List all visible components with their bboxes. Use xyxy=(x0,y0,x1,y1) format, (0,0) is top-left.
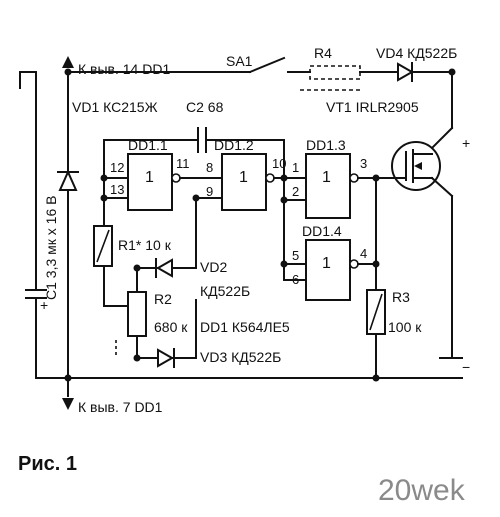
dd1-4-label: DD1.4 xyxy=(302,223,342,239)
source-wire-diag xyxy=(430,176,454,198)
dd1-1-output-bubble xyxy=(171,173,181,183)
vd1-label: VD1 КС215Ж xyxy=(72,99,158,115)
dd1-2-symbol: 1 xyxy=(239,169,248,186)
dd1-3-label: DD1.3 xyxy=(306,137,346,153)
r2-resistor xyxy=(127,291,147,337)
pin-9-label: 9 xyxy=(206,184,213,199)
dd1-1-gate xyxy=(127,153,173,211)
junction-dot xyxy=(133,264,141,272)
pin-4-label: 4 xyxy=(360,246,367,261)
dd1-3-gate xyxy=(305,153,351,219)
dd1-2-gate xyxy=(221,153,267,211)
pin-11-label: 11 xyxy=(176,156,190,171)
dd1-3-output-bubble xyxy=(349,173,359,183)
output-minus-label: − xyxy=(462,359,470,375)
r2-label: R2 xyxy=(154,291,172,307)
dd1-4-output-bubble xyxy=(349,259,359,269)
dd1-1-symbol: 1 xyxy=(145,169,154,186)
chip-label: DD1 К564ЛЕ5 xyxy=(200,319,290,335)
vd3-diode xyxy=(157,348,175,368)
drain-to-fet-wire xyxy=(428,126,454,152)
pin-12-label: 12 xyxy=(110,160,124,175)
vd3-label: VD3 КД522Б xyxy=(200,349,281,365)
pin-5-label: 5 xyxy=(292,248,299,263)
bottom-rail-arrow xyxy=(62,398,74,410)
pin-1-label: 1 xyxy=(292,160,299,175)
top-rail-label: К выв. 14 DD1 xyxy=(78,61,170,77)
r3-slash xyxy=(369,293,383,331)
junction-dot xyxy=(448,68,456,76)
r3-value-label: 100 к xyxy=(388,319,422,335)
c2-label: C2 68 xyxy=(186,99,224,115)
figure-caption: Рис. 1 xyxy=(18,453,77,475)
pin-10-label: 10 xyxy=(272,156,286,171)
junction-dot xyxy=(372,260,380,268)
output-plus-label: + xyxy=(462,135,470,151)
vd2-diode xyxy=(155,258,173,278)
vt1-label: VT1 IRLR2905 xyxy=(326,99,419,115)
junction-dot xyxy=(100,194,108,202)
r1-slash xyxy=(96,229,110,263)
vd4-diode xyxy=(397,62,415,82)
dd1-4-symbol: 1 xyxy=(322,255,331,272)
top-rail-arrow xyxy=(62,56,74,68)
junction-dot xyxy=(280,174,288,182)
sa1-label: SA1 xyxy=(226,53,253,69)
sa1-switch-lever xyxy=(248,56,286,74)
junction-dot xyxy=(372,374,380,382)
vd1-zener xyxy=(58,169,78,191)
r2-value-label: 680 к xyxy=(154,319,188,335)
dd1-2-output-bubble xyxy=(265,173,275,183)
junction-dot xyxy=(372,174,380,182)
junction-dot xyxy=(133,354,141,362)
pin-2-label: 2 xyxy=(292,184,299,199)
vd4-label: VD4 КД522Б xyxy=(376,45,457,61)
junction-dot xyxy=(280,196,288,204)
junction-dot xyxy=(64,374,72,382)
pin-8-label: 8 xyxy=(206,160,213,175)
vd2-type-label: КД522Б xyxy=(200,283,250,299)
pin-13-label: 13 xyxy=(110,182,124,197)
vt1-arrow xyxy=(414,162,422,170)
dd1-4-gate xyxy=(305,239,351,301)
bottom-rail-label: К выв. 7 DD1 xyxy=(78,399,163,415)
dd1-3-symbol: 1 xyxy=(322,169,331,186)
junction-dot xyxy=(192,194,200,202)
pin-3-label: 3 xyxy=(360,156,367,171)
junction-dot xyxy=(64,68,72,76)
r3-label: R3 xyxy=(392,289,410,305)
vd2-label: VD2 xyxy=(200,259,227,275)
r4-label: R4 xyxy=(314,45,332,61)
junction-dot xyxy=(100,174,108,182)
dd1-2-label: DD1.2 xyxy=(214,137,254,153)
junction-dot xyxy=(280,260,288,268)
r1-label: R1* 10 к xyxy=(118,237,172,253)
watermark: 20wek xyxy=(378,474,466,507)
c1-label: C1 3,3 мк х 16 В xyxy=(43,196,59,300)
c1-plus-label: + xyxy=(40,297,48,313)
r4-resistor xyxy=(309,65,361,80)
